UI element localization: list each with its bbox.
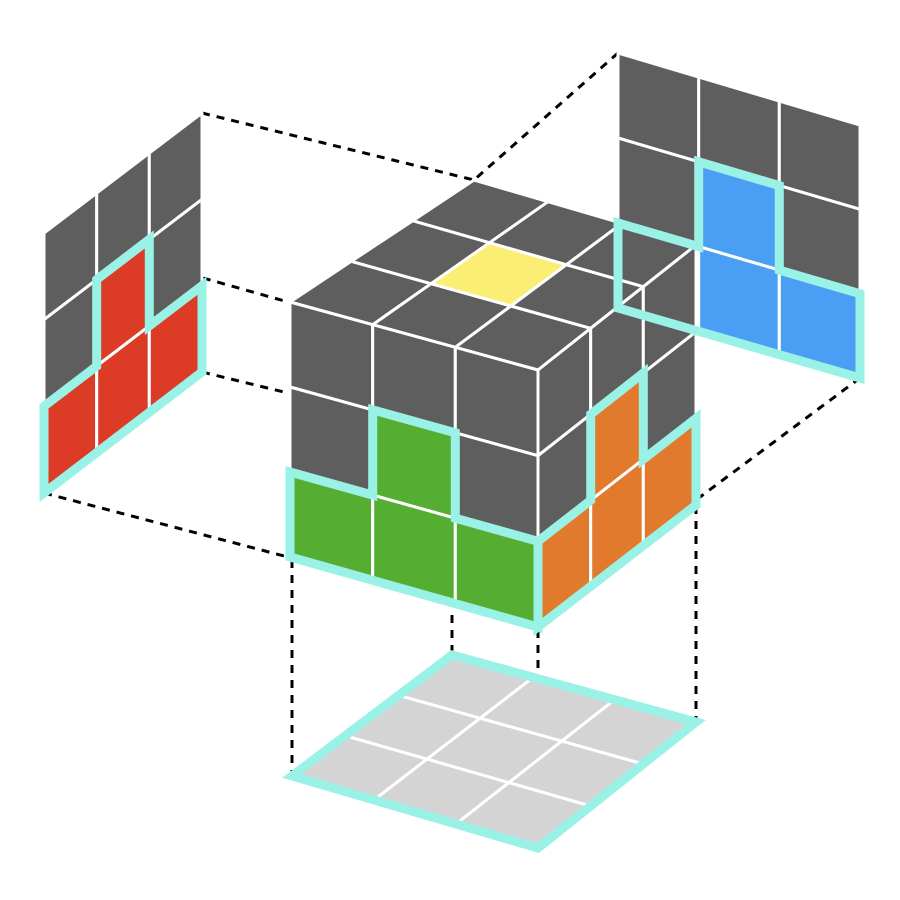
- highlight-outlines: [39, 155, 865, 853]
- left-highlight-outline: [39, 230, 207, 503]
- cube-front-face: [288, 300, 540, 629]
- bottom-highlight-outline: [282, 650, 706, 853]
- guide-line-left-bottom: [43, 491, 289, 559]
- left-face-panel: [42, 111, 204, 495]
- guide-line-left-top: [201, 111, 475, 182]
- guide-line-back-bottom: [695, 376, 861, 502]
- back-highlight-outline: [613, 155, 865, 384]
- guide-line-back-top: [473, 51, 619, 182]
- right-highlight-outline: [533, 363, 701, 637]
- front-highlight-outline: [285, 403, 543, 633]
